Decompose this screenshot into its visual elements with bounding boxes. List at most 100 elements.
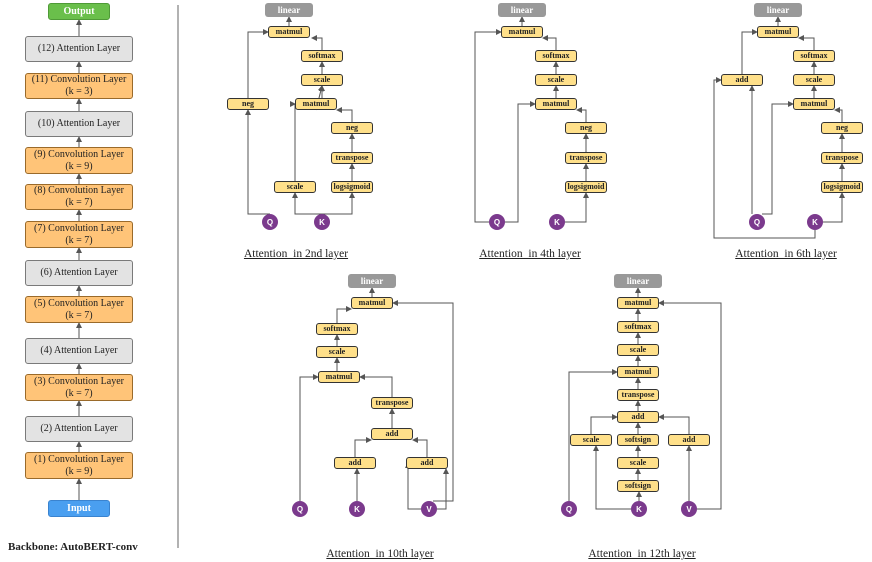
input-q-node: Q [489,214,505,230]
graph-edge [437,468,449,510]
graph-edge [762,101,794,215]
input-k-node: K [631,501,647,517]
graph-caption: Attention in 12th layer [588,548,696,560]
neg-node: neg [821,122,863,134]
add-top-node: add [371,428,413,440]
attention-layer-block: (10) Attention Layer [25,111,133,137]
add-v-node: add [406,457,448,469]
input-k-node: K [549,214,565,230]
neg-q-node: neg [227,98,269,110]
graph-edge [542,35,557,50]
graph-caption: Attention in 6th layer [735,248,837,260]
graph-edge [354,437,372,457]
graph-edge [590,414,618,434]
graph-edge [336,107,353,122]
graph-edge [336,306,352,323]
graph-edge [565,192,589,223]
logsigmoid-node: logsigmoid [821,181,863,193]
graph-edge [392,300,454,502]
matmul-in-node: matmul [318,371,360,383]
matmul-in-node: matmul [617,366,659,378]
matmul-in-node: matmul [295,98,337,110]
matmul-out-node: matmul [351,297,393,309]
scale-node: scale [535,74,577,86]
attention-layer-block: (4) Attention Layer [25,338,133,364]
softmax-node: softmax [793,50,835,62]
graph-edge [359,374,393,397]
softmax-node: softmax [617,321,659,333]
graph-edge [292,192,322,215]
transpose-node: transpose [617,389,659,401]
matmul-out-node: matmul [617,297,659,309]
linear-node: linear [348,274,396,288]
convolution-layer-block: (1) Convolution Layer (k = 9) [25,452,133,479]
scale-mid-node: scale [617,457,659,469]
graph-edge [412,437,428,457]
softmax-node: softmax [301,50,343,62]
graph-edge [834,107,843,122]
attention-layer-block: (12) Attention Layer [25,36,133,62]
add-k-node: add [334,457,376,469]
graph-edge [713,77,816,239]
softmax-node: softmax [316,323,358,335]
graph-caption: Attention in 2nd layer [243,248,349,260]
linear-node: linear [754,3,802,17]
scale-node: scale [316,346,358,358]
linear-node: linear [265,3,313,17]
logsigmoid-node: logsigmoid [331,181,373,193]
matmul-in-node: matmul [793,98,835,110]
output-block: Output [48,3,110,20]
matmul-out-node: matmul [501,26,543,38]
input-block: Input [48,500,110,517]
neg-k-node: neg [331,122,373,134]
scale-node: scale [793,74,835,86]
graph-edge [576,107,587,122]
transpose-node: transpose [331,152,373,164]
add-right-node: add [668,434,710,446]
input-k-node: K [807,214,823,230]
scale-left-node: scale [570,434,612,446]
softmax-node: softmax [535,50,577,62]
scale-k-node: scale [274,181,316,193]
graph-edge [658,414,690,434]
add-center-node: add [617,411,659,423]
input-v-node: V [681,501,697,517]
attention-layer-block: (6) Attention Layer [25,260,133,286]
softsign-bottom-node: softsign [617,480,659,492]
transpose-node: transpose [821,152,863,164]
matmul-in-node: matmul [535,98,577,110]
matmul-out-node: matmul [268,26,310,38]
softsign-top-node: softsign [617,434,659,446]
graph-edge [299,374,319,501]
input-v-node: V [421,501,437,517]
graph-edge [322,192,355,215]
convolution-layer-block: (5) Convolution Layer (k = 7) [25,296,133,323]
convolution-layer-block: (7) Convolution Layer (k = 7) [25,221,133,248]
input-q-node: Q [749,214,765,230]
linear-node: linear [614,274,662,288]
graph-edge [798,35,815,50]
add-node: add [721,74,763,86]
graph-edge [658,300,722,510]
matmul-out-node: matmul [757,26,799,38]
input-k-node: K [349,501,365,517]
graph-edge [247,29,269,98]
input-q-node: Q [561,501,577,517]
input-q-node: Q [292,501,308,517]
convolution-layer-block: (3) Convolution Layer (k = 7) [25,374,133,401]
graph-edge [245,109,270,215]
graph-edge [474,29,502,223]
convolution-layer-block: (9) Convolution Layer (k = 9) [25,147,133,174]
attention-layer-block: (2) Attention Layer [25,416,133,442]
graph-edge [505,101,536,223]
graph-edge [823,192,845,223]
linear-node: linear [498,3,546,17]
graph-edge [568,369,618,501]
neg-node: neg [565,122,607,134]
input-q-node: Q [262,214,278,230]
backbone-title: Backbone: AutoBERT-conv [8,541,138,553]
graph-caption: Attention in 4th layer [479,248,581,260]
scale-top-node: scale [617,344,659,356]
